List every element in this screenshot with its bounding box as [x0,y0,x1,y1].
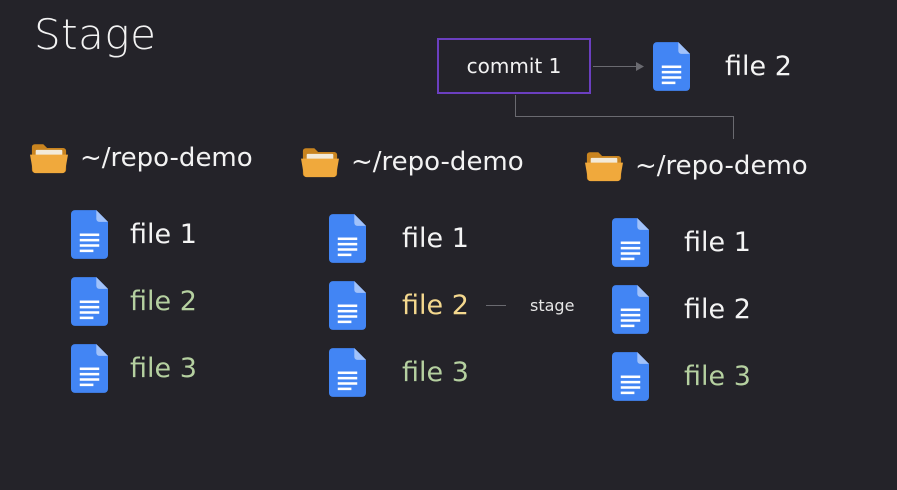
file-label: file 3 [130,353,197,384]
folder-icon [301,145,339,178]
folder-icon [585,149,623,182]
stage-label: stage [530,296,575,315]
file-label: file 1 [684,227,751,258]
file-icon [329,347,366,398]
file-icon [612,284,649,335]
commit-file-icon [653,41,690,92]
commit-connector-vertical [515,95,516,117]
file-icon [612,351,649,402]
file-label: file 3 [684,361,751,392]
file-label: file 1 [130,219,197,250]
file-icon [329,280,366,331]
folder-icon [30,141,68,174]
repo-name: ~/repo-demo [351,147,524,177]
file-icon [71,276,108,327]
file-icon [71,343,108,394]
page-title: Stage [34,10,157,59]
file-label: file 2 [684,294,751,325]
arrow-head-icon [636,62,644,71]
commit-arrow-line [593,66,637,67]
file-label: file 2 [130,286,197,317]
repo-name: ~/repo-demo [80,143,253,173]
file-label: file 3 [402,357,469,388]
file-label: file 1 [402,223,469,254]
commit-box[interactable]: commit 1 [437,38,591,94]
commit-connector-horizontal [515,116,734,117]
repo-name: ~/repo-demo [635,151,808,181]
stage-dash [486,305,506,306]
commit-file-label: file 2 [725,51,792,82]
file-icon [71,209,108,260]
file-icon [612,217,649,268]
file-label: file 2 [402,290,469,321]
file-icon [329,213,366,264]
commit-label: commit 1 [466,54,562,78]
commit-connector-drop [733,116,734,139]
